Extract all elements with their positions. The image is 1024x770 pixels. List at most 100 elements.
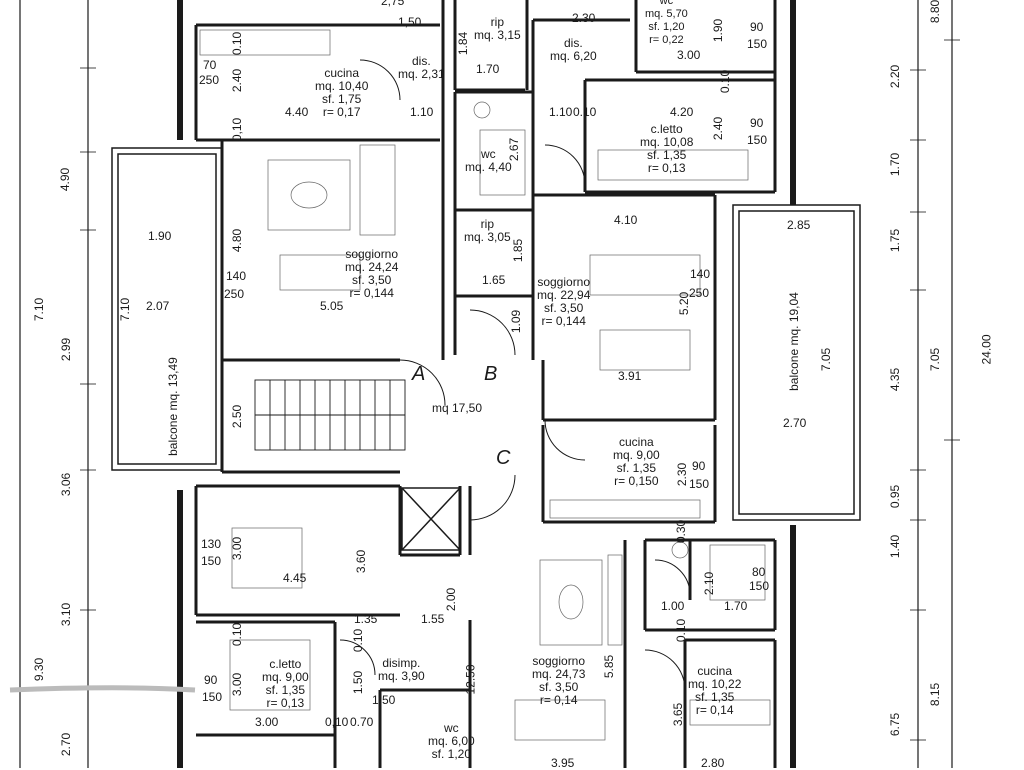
dim-label: 90 bbox=[750, 116, 764, 130]
room-area: mq. 2,31 bbox=[398, 67, 445, 81]
room-name: rip bbox=[490, 15, 505, 29]
dim-label: 3.06 bbox=[59, 472, 74, 497]
dim-label: 2.50 bbox=[230, 404, 245, 429]
room-r: r= 0,150 bbox=[614, 474, 659, 488]
dim-label: 2.40 bbox=[230, 68, 245, 93]
dim-label: 1.65 bbox=[482, 273, 506, 287]
dim-label: 0.10 bbox=[230, 622, 245, 647]
dim-label: 0.30 bbox=[674, 519, 689, 544]
dim-label: 1.70 bbox=[888, 152, 903, 177]
dim-label: 70 bbox=[203, 58, 217, 72]
dim-label: 1.50 bbox=[351, 670, 366, 695]
dim-label: 4.80 bbox=[230, 228, 245, 253]
room-area: mq. 9,00 bbox=[613, 448, 660, 462]
dim-label: 1.70 bbox=[476, 62, 500, 76]
room-name: cucina bbox=[697, 664, 733, 678]
room-soggiorno-left: soggiorno mq. 24,24 sf. 3,50 r= 0,144 bbox=[345, 248, 398, 300]
dim-label: 90 bbox=[204, 673, 218, 687]
room-sf: sf. 1,35 bbox=[265, 683, 306, 697]
room-area: mq. 10,22 bbox=[688, 677, 742, 691]
room-wc-bottom: wc mq. 6,00 sf. 1,20 bbox=[428, 722, 475, 761]
dim-label: 4.20 bbox=[670, 105, 694, 119]
room-area: mq. 24,73 bbox=[532, 667, 586, 681]
room-cucina-center-right: cucina mq. 9,00 sf. 1,35 r= 0,150 bbox=[613, 436, 660, 488]
dim-label: 1.84 bbox=[456, 31, 471, 56]
room-area: mq. 3,05 bbox=[464, 230, 511, 244]
room-name: rip bbox=[480, 217, 495, 231]
rug-soggiorno-left bbox=[267, 159, 351, 231]
dim-label: 2.00 bbox=[444, 587, 459, 612]
dim-label: 90 bbox=[750, 20, 764, 34]
room-name: cucina bbox=[324, 66, 360, 80]
dim-label: 90 bbox=[692, 459, 706, 473]
dim-label: 0.10 bbox=[230, 31, 245, 56]
room-name: dis. bbox=[564, 36, 583, 50]
dim-label: 1.40 bbox=[888, 534, 903, 559]
room-r: r= 0,22 bbox=[649, 34, 684, 46]
room-sf: sf. 1,35 bbox=[695, 690, 735, 704]
dim-label: 1.09 bbox=[509, 309, 524, 334]
room-name: c.letto bbox=[269, 657, 302, 671]
dim-label: 12.50 bbox=[463, 664, 478, 695]
dim-label: 140 bbox=[226, 269, 247, 283]
dim-label: 3.00 bbox=[677, 48, 701, 62]
dim-label: 4.35 bbox=[888, 367, 903, 392]
room-area: mq. 10,40 bbox=[315, 79, 369, 93]
room-area: mq. 22,94 bbox=[537, 288, 591, 302]
room-sf: sf. 1,75 bbox=[322, 92, 362, 106]
dim-label: 150 bbox=[202, 690, 223, 704]
dim-label: 5.20 bbox=[677, 291, 692, 316]
dim-label: 3.10 bbox=[59, 602, 74, 627]
dim-label: 2.80 bbox=[701, 756, 725, 770]
dim-label: 0.10 bbox=[718, 69, 733, 94]
dim-label: 2.85 bbox=[787, 218, 811, 232]
bed-bottom-left bbox=[231, 527, 303, 589]
dim-label: 1.90 bbox=[148, 229, 172, 243]
room-balcone-right: balcone mq. 19,04 bbox=[786, 292, 801, 391]
room-soggiorno-right: soggiorno mq. 22,94 sf. 3,50 r= 0,144 bbox=[537, 276, 590, 328]
dim-label: 1.70 bbox=[724, 599, 748, 613]
wc-fixture-center bbox=[473, 101, 491, 119]
dim-label: 3.91 bbox=[618, 369, 642, 383]
dim-label: 150 bbox=[201, 554, 222, 568]
dim-label: 3.00 bbox=[230, 672, 245, 697]
dim-label: 0.70 bbox=[350, 715, 374, 729]
dim-label: 4.10 bbox=[614, 213, 638, 227]
room-area: mq. 6,20 bbox=[550, 49, 597, 63]
door-landing-b bbox=[469, 309, 516, 356]
room-area: mq. 9,00 bbox=[262, 670, 309, 684]
room-r: r= 0,14 bbox=[539, 693, 578, 707]
dim-label: 2.20 bbox=[888, 64, 903, 89]
room-area: mq. 3,90 bbox=[378, 669, 425, 683]
room-r: r= 0,13 bbox=[266, 696, 305, 710]
dim-label: 2.07 bbox=[146, 299, 170, 313]
dim-label: 130 bbox=[201, 537, 222, 551]
dim-label: 1.75 bbox=[888, 228, 903, 253]
dim-label: 2.67 bbox=[507, 137, 522, 162]
room-name: soggiorno bbox=[345, 247, 399, 261]
dim-label: 9.30 bbox=[32, 657, 47, 682]
dim-label: 150 bbox=[749, 579, 770, 593]
room-area: mq. 3,15 bbox=[474, 28, 521, 42]
dim-label: 4.90 bbox=[58, 167, 73, 192]
room-sf: sf. 3,50 bbox=[539, 680, 579, 694]
room-area: mq. 4,40 bbox=[465, 160, 512, 174]
door-label-b: B bbox=[484, 363, 498, 385]
dim-label: 3.95 bbox=[551, 756, 575, 770]
room-cucina-top-left: cucina mq. 10,40 sf. 1,75 r= 0,17 bbox=[315, 67, 368, 119]
room-name: soggiorno bbox=[537, 275, 591, 289]
dim-label: 0,10 bbox=[230, 117, 245, 142]
dim-label: 24.00 bbox=[979, 334, 994, 365]
room-name: c.letto bbox=[650, 122, 683, 136]
dim-label: 1.90 bbox=[711, 18, 726, 43]
dim-label: 2.30 bbox=[572, 11, 596, 25]
room-r: r= 0,144 bbox=[541, 314, 586, 328]
dim-label: 150 bbox=[747, 133, 768, 147]
room-wc-center: wc mq. 4,40 bbox=[465, 148, 512, 174]
door-landing-a bbox=[399, 359, 446, 406]
room-name: dis. bbox=[412, 54, 431, 68]
room-r: r= 0,144 bbox=[349, 286, 394, 300]
room-cletto-top-right: c.letto mq. 10,08 sf. 1,35 r= 0,13 bbox=[640, 123, 693, 175]
dim-label: 1.10 bbox=[410, 105, 434, 119]
